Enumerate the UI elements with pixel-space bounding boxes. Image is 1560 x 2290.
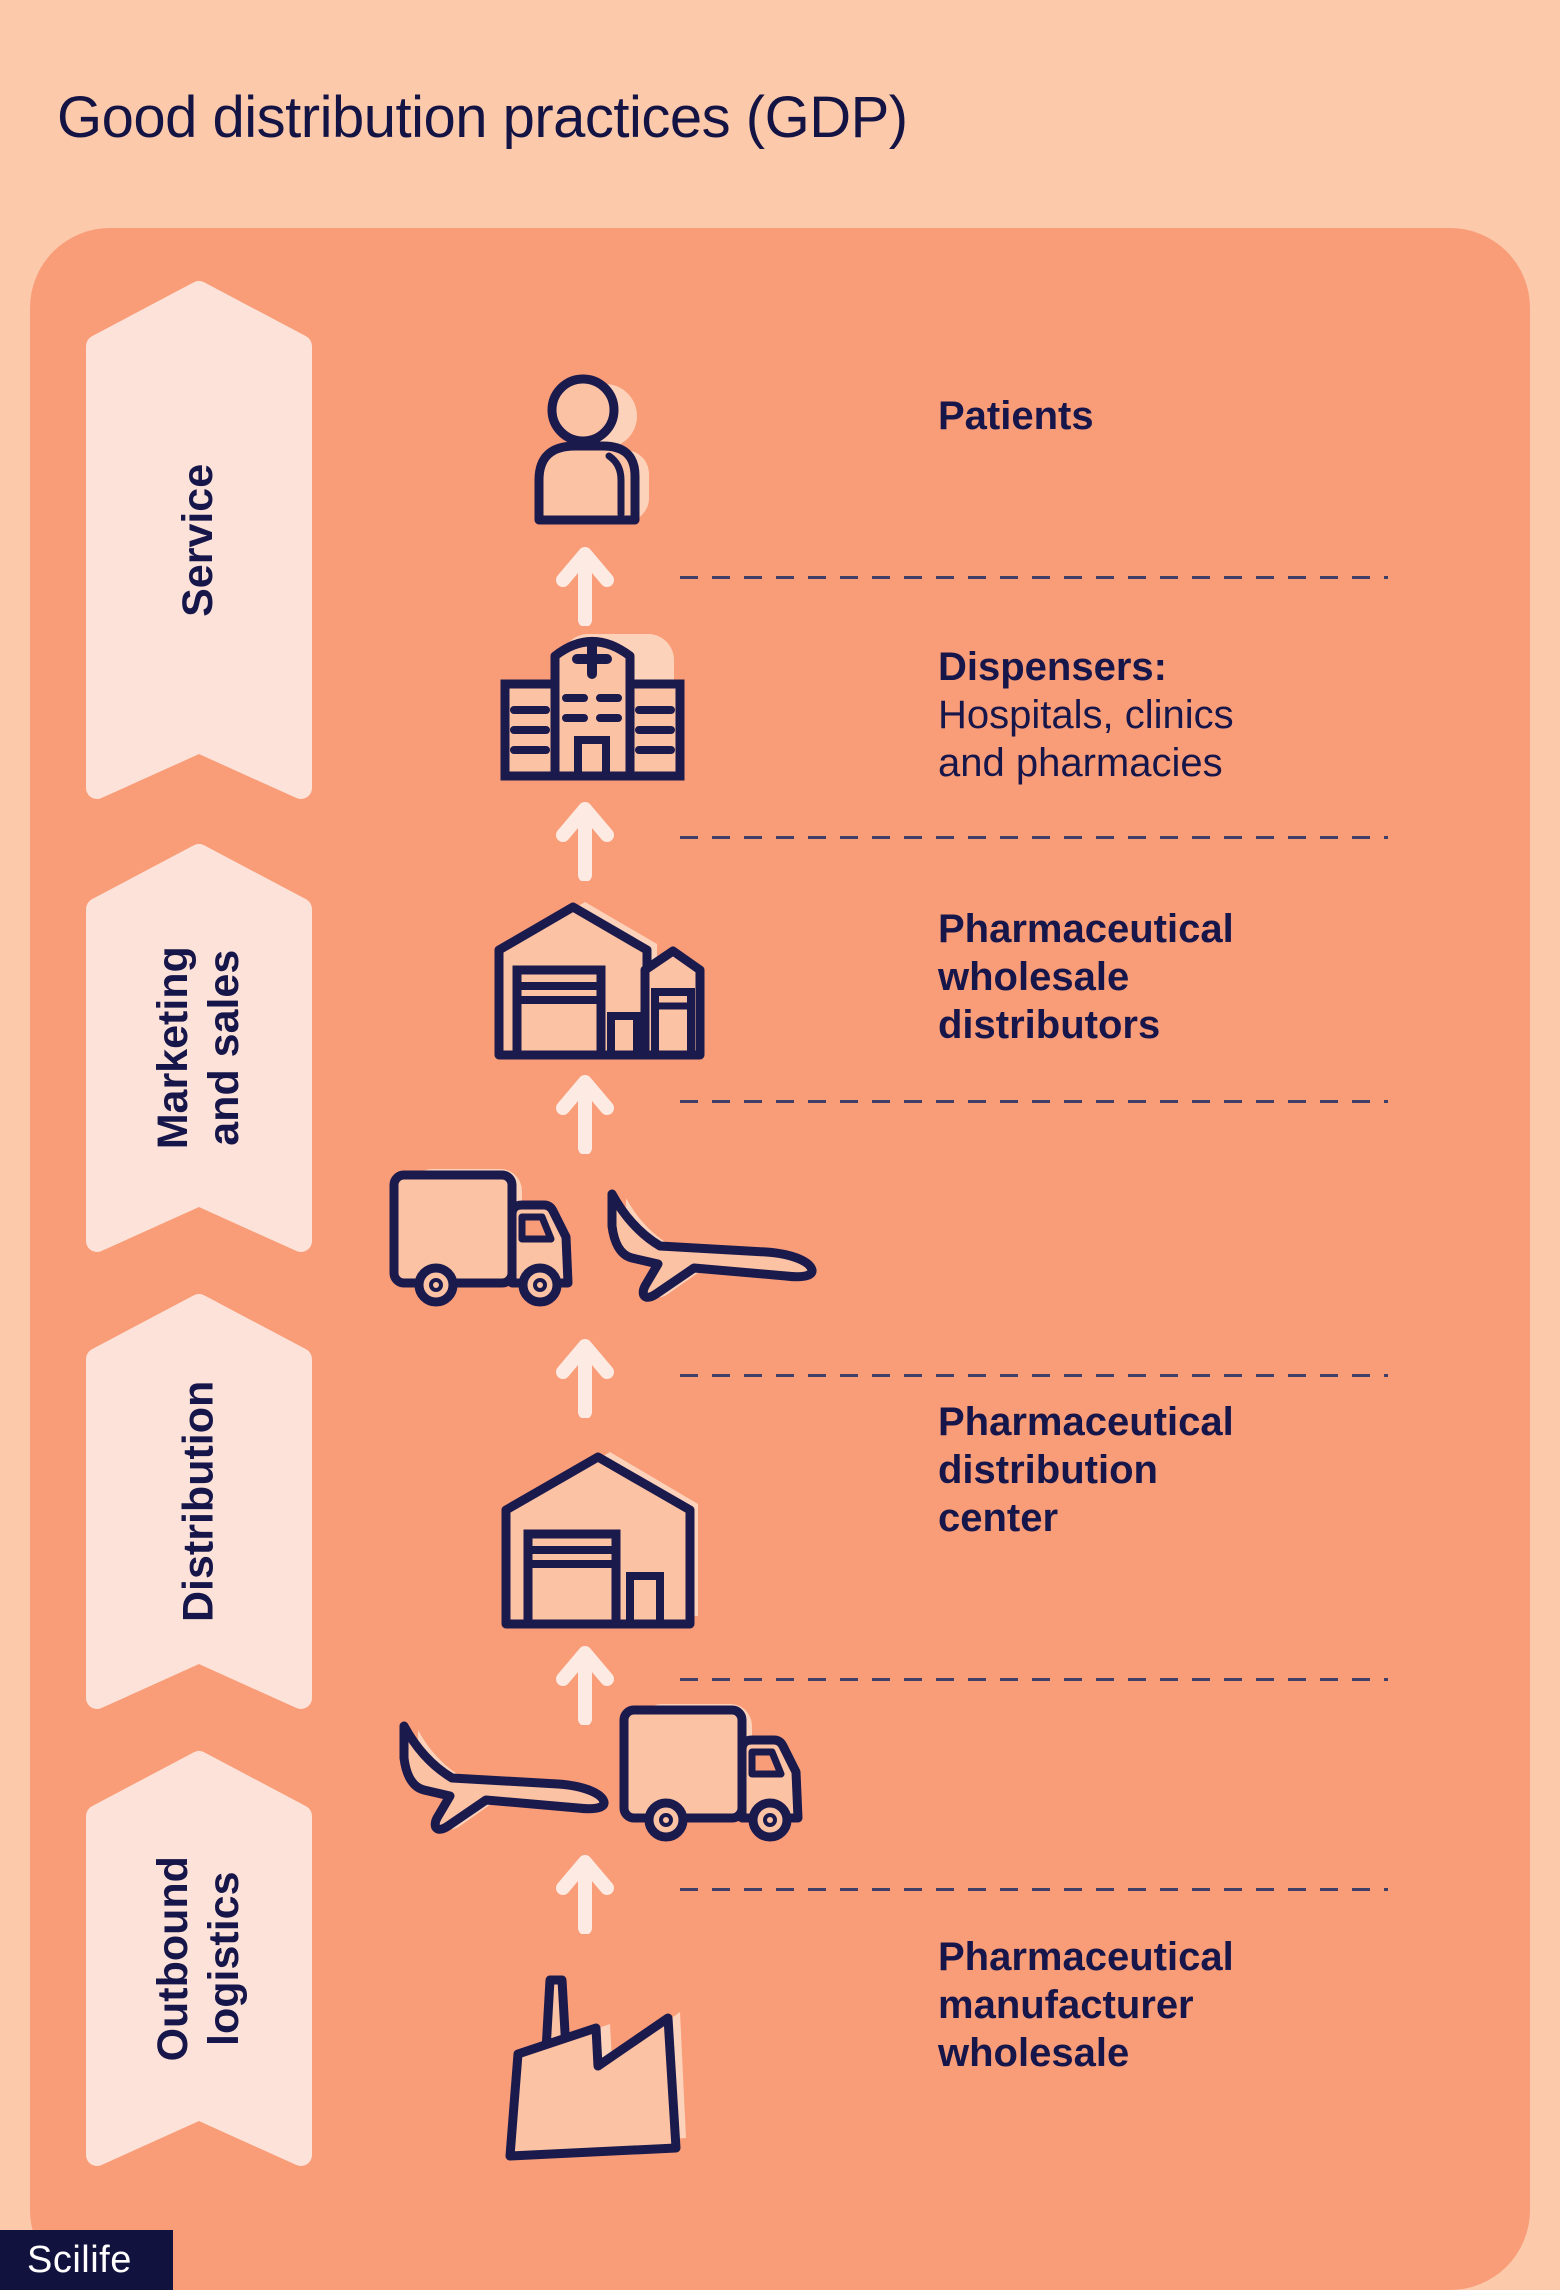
- stage-label-distribution: Distribution: [174, 1380, 223, 1623]
- person-icon: [534, 374, 649, 525]
- truck-icon: [619, 1704, 803, 1842]
- up-arrow-icon: [556, 1646, 614, 1725]
- label-patients: Patients: [938, 394, 1094, 438]
- factory-icon: [505, 1975, 686, 2161]
- stage-label-service: Service: [174, 463, 223, 617]
- plane-icon: [607, 1189, 817, 1302]
- chevron-shape: [86, 281, 312, 799]
- dashed-separator: [680, 1374, 1388, 1377]
- truck-icon: [389, 1169, 573, 1307]
- label-manufacturer-wholesale: Pharmaceutical manufacturer wholesale: [938, 1935, 1234, 2075]
- stage-service: Service: [85, 280, 313, 800]
- scilife-logo-text: Scilife: [27, 2238, 132, 2281]
- warehouse-pair-icon: [494, 902, 705, 1060]
- dashed-separator: [680, 836, 1388, 839]
- stage-distribution: Distribution: [85, 1293, 313, 1710]
- hospital-icon: [500, 634, 685, 781]
- dashed-separator: [680, 1888, 1388, 1891]
- up-arrow-icon: [556, 547, 614, 626]
- dashed-separator: [680, 1100, 1388, 1103]
- label-dispensers: Dispensers: Hospitals, clinics and pharm…: [938, 645, 1234, 785]
- label-wholesale-distributors: Pharmaceutical wholesale distributors: [938, 907, 1234, 1047]
- dashed-separator: [680, 1678, 1388, 1681]
- plane-icon: [399, 1721, 609, 1834]
- up-arrow-icon: [556, 1339, 614, 1418]
- label-distribution-center: Pharmaceutical distribution center: [938, 1400, 1234, 1540]
- chevron-shape: [86, 1751, 312, 2166]
- scilife-logo: Scilife: [0, 2230, 173, 2290]
- up-arrow-icon: [556, 1855, 614, 1934]
- up-arrow-icon: [556, 1075, 614, 1154]
- page-title: Good distribution practices (GDP): [57, 85, 908, 150]
- chevron-shape: [86, 1294, 312, 1709]
- dashed-separator: [680, 576, 1388, 579]
- chevron-shape: [86, 844, 312, 1252]
- warehouse-icon: [501, 1452, 698, 1629]
- up-arrow-icon: [556, 802, 614, 881]
